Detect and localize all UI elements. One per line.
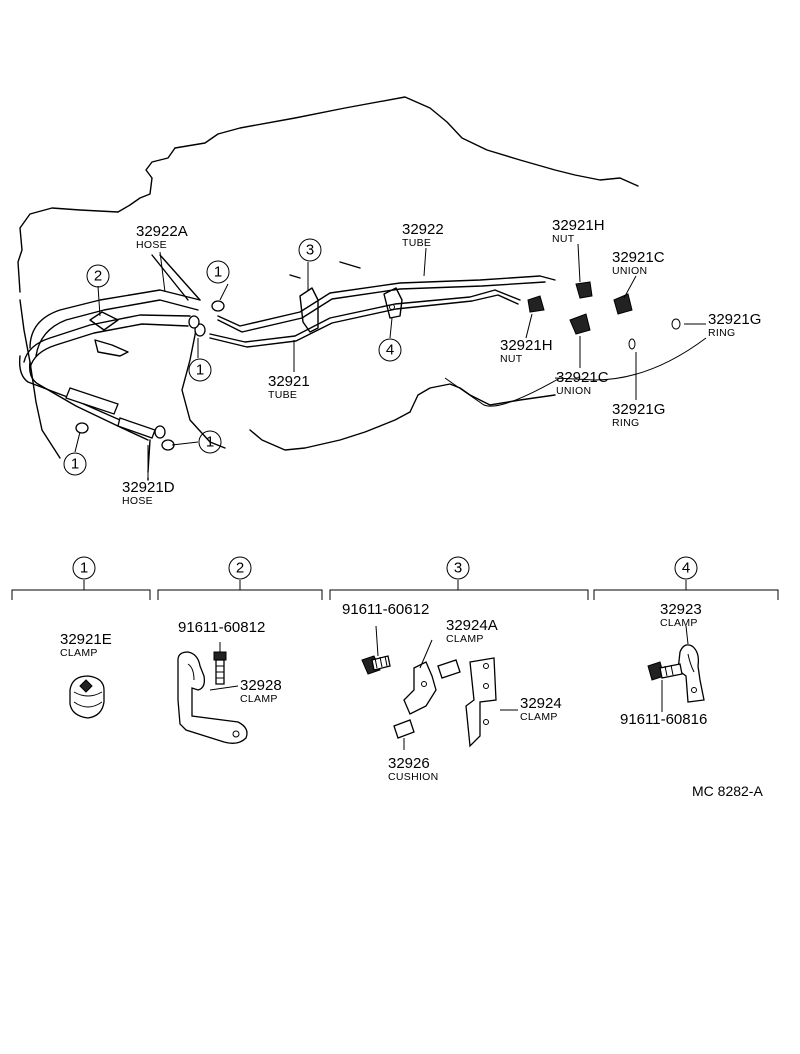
- label-32921g-right: 32921G: [708, 311, 761, 328]
- label-32921e: 32921E: [60, 631, 112, 648]
- diagram-text: 1: [196, 362, 204, 379]
- diagram-text: CLAMP: [240, 693, 278, 705]
- group-2-clamp: 91611-60812 32928 CLAMP: [177, 619, 282, 744]
- diagram-text: 4: [682, 560, 690, 577]
- leaders-top: [74, 243, 707, 478]
- group-4-clamp: 32923 CLAMP 91611-60816: [620, 601, 707, 728]
- callout-circle: 1: [206, 260, 230, 284]
- callouts-top: 2 1 1 1 1 3 4: [63, 238, 402, 476]
- diagram-text: 4: [386, 342, 394, 359]
- label-91611-60816: 91611-60816: [620, 711, 707, 728]
- label-91611-60612: 91611-60612: [342, 601, 429, 618]
- group-number-3: 3: [446, 556, 470, 580]
- label-32921h-mid: 32921H: [500, 337, 553, 354]
- diagram-text: 3: [454, 560, 462, 577]
- diagram-text: HOSE: [122, 495, 153, 507]
- diagram-text: RING: [612, 417, 639, 429]
- diagram-text: UNION: [612, 265, 647, 277]
- label-32924: 32924: [520, 695, 562, 712]
- label-32921c-top: 32921C: [612, 249, 665, 266]
- diagram-text: NUT: [552, 233, 575, 245]
- diagram-text: 1: [214, 264, 222, 281]
- label-32921d: 32921D: [122, 479, 175, 496]
- label-32926: 32926: [388, 755, 430, 772]
- diagram-text: 2: [236, 560, 244, 577]
- diagram-text: RING: [708, 327, 735, 339]
- callout-circle: 1: [188, 358, 212, 382]
- diagram-text: HOSE: [136, 239, 167, 251]
- diagram-text: 1: [206, 434, 214, 451]
- diagram-text: NUT: [500, 353, 523, 365]
- hose-assembly: [18, 254, 225, 481]
- tube-assembly: [209, 275, 556, 348]
- label-32921: 32921: [268, 373, 310, 390]
- diagram-text: CLAMP: [446, 633, 484, 645]
- label-91611-60812: 91611-60812: [178, 619, 265, 636]
- diagram-text: CLAMP: [520, 711, 558, 723]
- diagram-text: CLAMP: [660, 617, 698, 629]
- group-number-2: 2: [228, 556, 252, 580]
- label-32923: 32923: [660, 601, 702, 618]
- diagram-text: CUSHION: [388, 771, 439, 783]
- engine-outline: [17, 96, 639, 459]
- group-3-parts: 91611-60612 32924A CLAMP 32924 CLAMP 329…: [342, 601, 562, 783]
- callout-circle: 2: [86, 264, 110, 288]
- diagram-text: 2: [94, 268, 102, 285]
- label-32922a: 32922A: [136, 223, 188, 240]
- diagram-text: TUBE: [402, 237, 431, 249]
- label-32921h-top: 32921H: [552, 217, 605, 234]
- group-number-4: 4: [674, 556, 698, 580]
- group-header: 1 2 3 4: [11, 556, 779, 600]
- callout-circle: 4: [378, 338, 402, 362]
- diagram-text: UNION: [556, 385, 591, 397]
- callout-circle: 1: [198, 430, 222, 454]
- diagram-text: 1: [80, 560, 88, 577]
- label-32928: 32928: [240, 677, 282, 694]
- diagram-text: 3: [306, 242, 314, 259]
- group-1-clamp: 32921E CLAMP: [60, 631, 112, 719]
- group-number-1: 1: [72, 556, 96, 580]
- callout-circle: 3: [298, 238, 322, 262]
- label-32922: 32922: [402, 221, 444, 238]
- diagram-text: 1: [71, 456, 79, 473]
- callout-circle: 1: [63, 452, 87, 476]
- label-32921c-mid: 32921C: [556, 369, 609, 386]
- fittings: [527, 281, 681, 350]
- label-32924a: 32924A: [446, 617, 498, 634]
- diagram-text: TUBE: [268, 389, 297, 401]
- label-32921g-bottom: 32921G: [612, 401, 665, 418]
- part-labels-top: 32922A HOSE 32922 TUBE 32921H NUT 32921C…: [122, 217, 761, 507]
- diagram-text: CLAMP: [60, 647, 98, 659]
- reference-code: MC 8282-A: [692, 783, 763, 799]
